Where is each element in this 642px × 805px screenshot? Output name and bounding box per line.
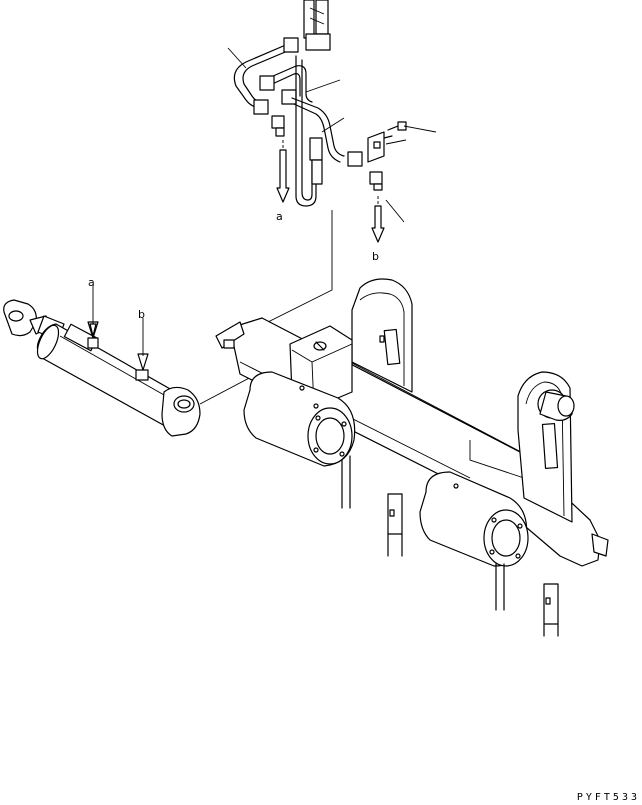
cylinder-port-a bbox=[87, 337, 99, 349]
label-a-cylinder: a bbox=[88, 276, 95, 289]
label-b-cylinder: b bbox=[138, 308, 145, 321]
right-pivot-pin bbox=[537, 389, 575, 421]
label-a-upper: a bbox=[276, 210, 283, 223]
connector-line bbox=[251, 210, 333, 331]
mast-rails bbox=[341, 455, 559, 637]
cylinder-head-eye bbox=[161, 386, 201, 437]
elbow-fittings bbox=[271, 115, 383, 191]
top-hose-fitting bbox=[303, 0, 331, 51]
hydraulic-pipe-left bbox=[233, 37, 299, 115]
left-tab bbox=[215, 321, 245, 349]
callout-leaders bbox=[227, 47, 437, 223]
arrow-b-upper bbox=[371, 196, 385, 243]
hydraulic-piping-assembly: a b bbox=[227, 0, 437, 331]
right-boss-housing bbox=[419, 471, 529, 567]
beam-end-cap bbox=[591, 533, 609, 557]
u-shaped-return-tube bbox=[295, 55, 323, 207]
hydraulic-cylinder: a b bbox=[3, 276, 273, 437]
pipe-clamp-bracket bbox=[367, 121, 407, 163]
frame-assembly bbox=[215, 278, 609, 637]
cylinder-port-b bbox=[135, 369, 149, 381]
hydraulic-pipe-middle bbox=[259, 65, 345, 163]
drawing-code: PYFT533 bbox=[577, 792, 640, 803]
left-boss-housing bbox=[243, 371, 356, 467]
cylinder-rod-eye bbox=[3, 299, 53, 337]
left-mount-plate bbox=[351, 278, 413, 393]
arrow-a-upper bbox=[276, 140, 290, 203]
arrow-a-cylinder bbox=[87, 286, 99, 339]
arrow-b-cylinder bbox=[137, 318, 149, 371]
label-b-upper: b bbox=[372, 250, 379, 263]
